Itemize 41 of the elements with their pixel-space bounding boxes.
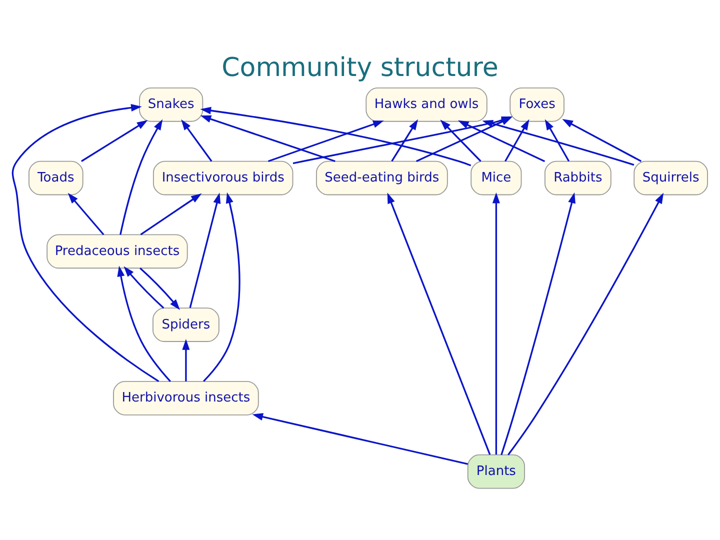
arrow <box>268 120 384 162</box>
node-box: Mice <box>470 160 522 196</box>
arrow <box>68 192 104 236</box>
arrow <box>387 192 491 455</box>
node-box: Spiders <box>152 308 220 342</box>
arrow <box>508 192 664 456</box>
node-box: Predaceous insects <box>46 234 188 269</box>
node-box: Squirrels <box>634 160 708 196</box>
arrow <box>200 115 336 162</box>
arrow <box>81 120 148 162</box>
node-box: Insectivorous birds <box>152 160 294 196</box>
arrow <box>252 413 468 465</box>
arrow <box>440 120 482 162</box>
diagram-title: Community structure <box>222 53 498 84</box>
node-box: Foxes <box>510 87 564 122</box>
arrow <box>140 193 202 236</box>
arrow <box>544 119 570 162</box>
arrow <box>120 119 163 235</box>
arrow <box>181 119 212 162</box>
arrow <box>492 192 500 455</box>
arrow <box>391 119 418 162</box>
arrow <box>117 266 171 382</box>
arrow <box>203 192 240 382</box>
arrow <box>482 120 634 166</box>
arrow <box>182 339 190 382</box>
node-box: Rabbits <box>544 160 612 196</box>
arrow <box>504 119 530 162</box>
node-box: Toads <box>28 160 84 196</box>
node-box: Snakes <box>139 87 204 122</box>
arrow <box>458 120 546 162</box>
arrow <box>124 266 164 309</box>
arrow <box>12 104 160 382</box>
arrow <box>562 119 642 162</box>
node-box: Seed-eating birds <box>316 160 448 196</box>
node-box: Herbivorous insects <box>113 381 259 416</box>
node-box: Hawks and owls <box>366 87 488 122</box>
arrow <box>200 106 472 166</box>
arrow <box>189 192 221 308</box>
arrow <box>500 192 576 456</box>
arrow <box>140 268 180 310</box>
node-box: Plants <box>467 454 525 489</box>
